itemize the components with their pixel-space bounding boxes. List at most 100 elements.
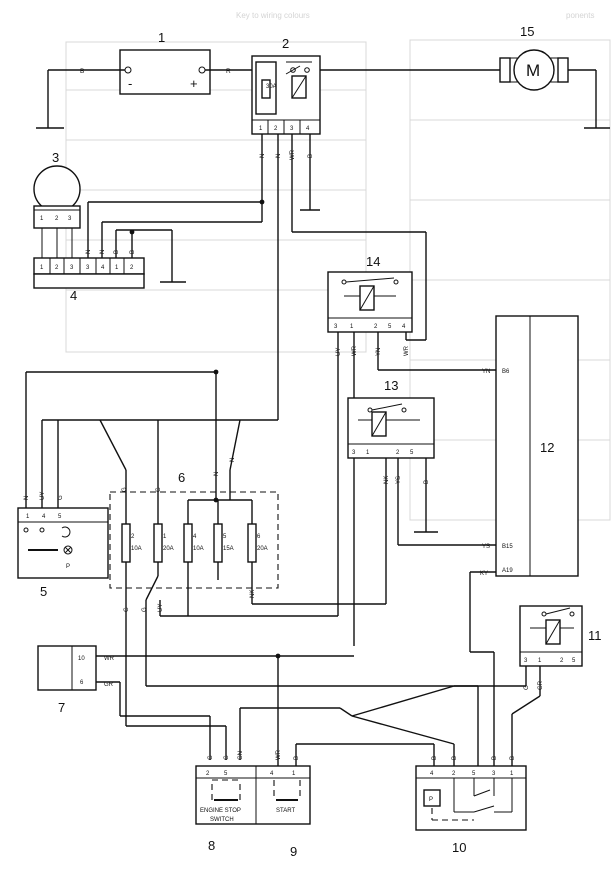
switch5-symbol-p: P <box>66 564 70 570</box>
switch5-pin-1: 1 <box>26 514 30 520</box>
relay14-pin-2: 2 <box>374 324 378 330</box>
switch9-pin-1: 1 <box>292 771 296 777</box>
relay11-wires: G GR KY <box>146 571 544 766</box>
conn4-pin-d: 3 <box>86 265 90 271</box>
ecu-12: 12 B6 B15 A19 <box>495 315 579 577</box>
engine-stop-label-2: SWITCH <box>210 817 234 823</box>
fuse-5: 5 15A <box>213 523 234 563</box>
wire-label-sw8-g1: G <box>208 755 214 760</box>
wire-label-switch5-g: G <box>58 495 64 500</box>
relay14-pin-5: 5 <box>388 324 392 330</box>
component-label-15: 15 <box>520 24 534 39</box>
wire-label-sw8-g2: G <box>224 755 230 760</box>
engine-stop-label-1: ENGINE STOP <box>200 808 241 814</box>
fuse-4-number: 4 <box>193 534 197 540</box>
wire-label-conn4-b2: B <box>130 250 136 254</box>
switch10-pin-1: 1 <box>510 771 514 777</box>
wire-label-sw10-b4: B <box>510 756 516 760</box>
component-label-14: 14 <box>366 254 380 269</box>
battery-plus: + <box>190 76 198 91</box>
relay2-wires: N N WR B <box>260 69 505 420</box>
ecu-pin-a19: A19 <box>502 568 513 574</box>
fuse-6-rating: 20A <box>257 546 268 552</box>
fuse-1-rating: 20A <box>163 546 174 552</box>
component-label-8: 8 <box>208 838 215 853</box>
fuse-box-6: 6 <box>109 470 279 589</box>
relay14-pin-4: 4 <box>402 324 406 330</box>
component-label-4: 4 <box>70 288 77 303</box>
fuse-4: 4 10A <box>183 523 204 563</box>
battery-minus: - <box>128 76 132 91</box>
conn4-pin-e: 4 <box>101 265 105 271</box>
component-label-11: 11 <box>588 628 602 643</box>
wire-label-ecu-ky: KY <box>480 571 488 577</box>
relay14-pin-1: 1 <box>350 324 354 330</box>
wire-label-battery-r: R <box>226 68 231 75</box>
relay13-wires: NK YS B YS <box>384 458 496 604</box>
switch8-pin-5: 5 <box>224 771 228 777</box>
junction-dot <box>129 229 135 235</box>
conn4-pin-a: 1 <box>40 265 44 271</box>
component-label-3: 3 <box>52 150 59 165</box>
junction-dot <box>259 199 265 205</box>
conn4-pin-b: 2 <box>55 265 59 271</box>
fuse-2: 2 10A <box>121 523 142 563</box>
switch10-pin-3: 3 <box>492 771 496 777</box>
switch10-pin-4: 4 <box>430 771 434 777</box>
relay2-pin-1: 1 <box>259 126 263 132</box>
wire-label-fuse-top-n1: N <box>214 472 220 476</box>
relay13-pin-2: 2 <box>396 450 400 456</box>
wire-label-relay2-wr: WR <box>290 149 296 160</box>
component-label-2: 2 <box>282 36 289 51</box>
wire-label-relay14-yn: YN <box>376 348 382 356</box>
junction-dot <box>213 497 219 503</box>
starter-relay: 2 30A 1 2 3 4 <box>251 36 321 135</box>
motor-symbol: M <box>526 61 540 80</box>
switch8-pin-2: 2 <box>206 771 210 777</box>
sensor-3: 3 1 2 3 <box>33 150 81 258</box>
fuse-2-number: 2 <box>131 534 135 540</box>
switch10-symbol: P <box>429 797 433 803</box>
wire-label-switch5-uy: UY <box>40 492 46 500</box>
start-label: START <box>276 808 295 814</box>
fuse-box-bottom-wires: G G UY NK <box>124 528 386 716</box>
wire-label-sw10-b3: B <box>492 756 498 760</box>
sensor-pin-1: 1 <box>40 216 44 222</box>
relay11-pin-1: 1 <box>538 658 542 664</box>
fuse-4-rating: 10A <box>193 546 204 552</box>
switch10-pin-2: 2 <box>452 771 456 777</box>
conn4-pin-c: 3 <box>70 265 74 271</box>
wire-label-sw10-b1: B <box>432 756 438 760</box>
relay11-pin-3: 3 <box>524 658 528 664</box>
wire-label-conn4-n2: N <box>100 250 106 254</box>
relay2-pin-3: 3 <box>290 126 294 132</box>
component-label-5: 5 <box>40 584 47 599</box>
component-label-12: 12 <box>540 440 554 455</box>
ecu-pin-b15: B15 <box>502 544 513 550</box>
sensor-pin-3: 3 <box>68 216 72 222</box>
sensor-pin-2: 2 <box>55 216 59 222</box>
conn4-pin-f: 1 <box>115 265 119 271</box>
relay-13: 13 3 1 2 5 <box>347 378 435 459</box>
component-label-6: 6 <box>178 470 185 485</box>
switch-5: 5 1 4 5 P <box>17 507 109 599</box>
wire-label-unit7-wr: WR <box>104 656 115 662</box>
relay11-pin-2: 2 <box>560 658 564 664</box>
switch5-pin-5: 5 <box>58 514 62 520</box>
conn4-pin-g: 2 <box>130 265 134 271</box>
wire-label-unit7-gr: GR <box>104 682 114 688</box>
relay14-pin-3: 3 <box>334 324 338 330</box>
wire-label-ecu-yn: YN <box>482 369 490 375</box>
unit7-pin-6: 6 <box>80 680 84 686</box>
relay-11: 11 3 1 2 5 <box>519 605 602 667</box>
wire-label-sw9-b: B <box>294 756 300 760</box>
fuse-6-number: 6 <box>257 534 261 540</box>
component-label-9: 9 <box>290 844 297 859</box>
wire-label-fuse-bot-g2: G <box>142 607 148 612</box>
fuse-box-wires: G G N N <box>99 372 253 524</box>
wire-label-relay2-b: B <box>308 154 314 158</box>
switch10-pin-5: 5 <box>472 771 476 777</box>
relay14-wires: UY WR YN WR YN <box>292 231 496 646</box>
wire-label-relay13-b: B <box>424 480 430 484</box>
ghost-heading-right: Key to wiring colours <box>236 11 310 20</box>
